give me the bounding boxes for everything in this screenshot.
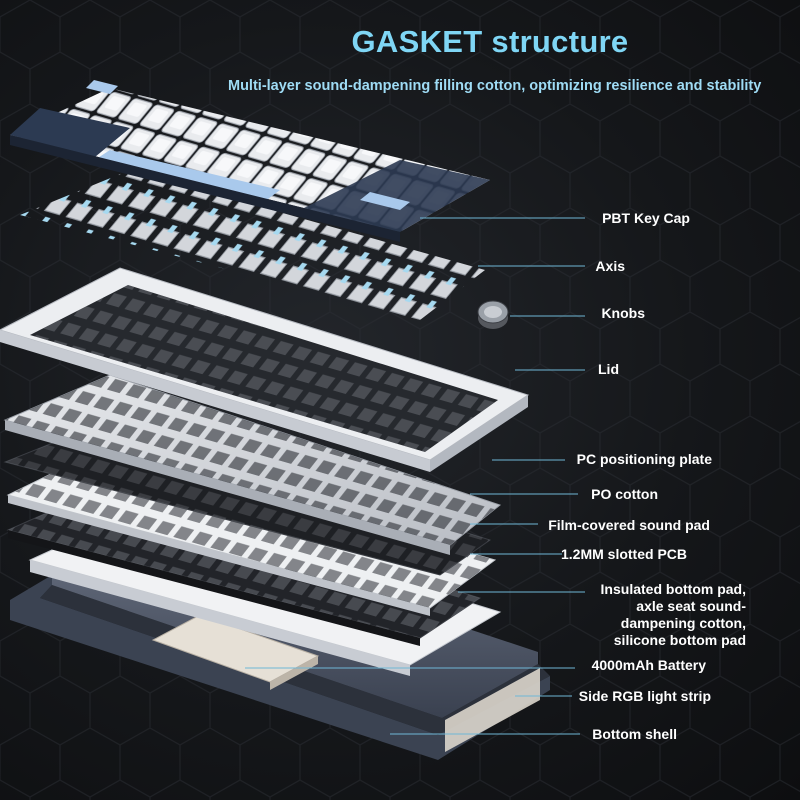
label-knobs: Knobs — [601, 305, 645, 321]
label-axis: Axis — [595, 258, 625, 274]
label-film-covered-sound-pad: Film-covered sound pad — [548, 517, 710, 533]
switch-axis-layer — [20, 170, 485, 320]
label-insulated-bottom-pad: Insulated bottom pad, axle seat sound- d… — [560, 581, 746, 649]
label-bottom-pad-line4: silicone bottom pad — [613, 632, 746, 648]
label-bottom-pad-line3: dampening cotton, — [620, 615, 746, 631]
label-bottom-shell: Bottom shell — [592, 726, 677, 742]
leader-lines — [245, 217, 585, 735]
label-slotted-pcb: 1.2MM slotted PCB — [560, 546, 687, 562]
knob — [477, 300, 509, 329]
label-po-cotton: PO cotton — [591, 486, 658, 502]
label-pbt-key-cap: PBT Key Cap — [602, 210, 690, 226]
pc-positioning-plate-layer — [3, 374, 502, 555]
lid-layer — [0, 267, 530, 472]
page-title: GASKET structure — [351, 24, 629, 59]
label-side-rgb-light-strip: Side RGB light strip — [578, 688, 711, 704]
keycap-layer — [10, 80, 490, 242]
label-bottom-pad-line2: axle seat sound- — [636, 598, 746, 614]
label-pc-positioning-plate: PC positioning plate — [576, 451, 712, 467]
page-subtitle: Multi-layer sound-dampening filling cott… — [228, 78, 762, 94]
label-bottom-pad-line1: Insulated bottom pad, — [600, 581, 746, 597]
label-battery: 4000mAh Battery — [591, 657, 706, 673]
label-lid: Lid — [598, 361, 619, 377]
